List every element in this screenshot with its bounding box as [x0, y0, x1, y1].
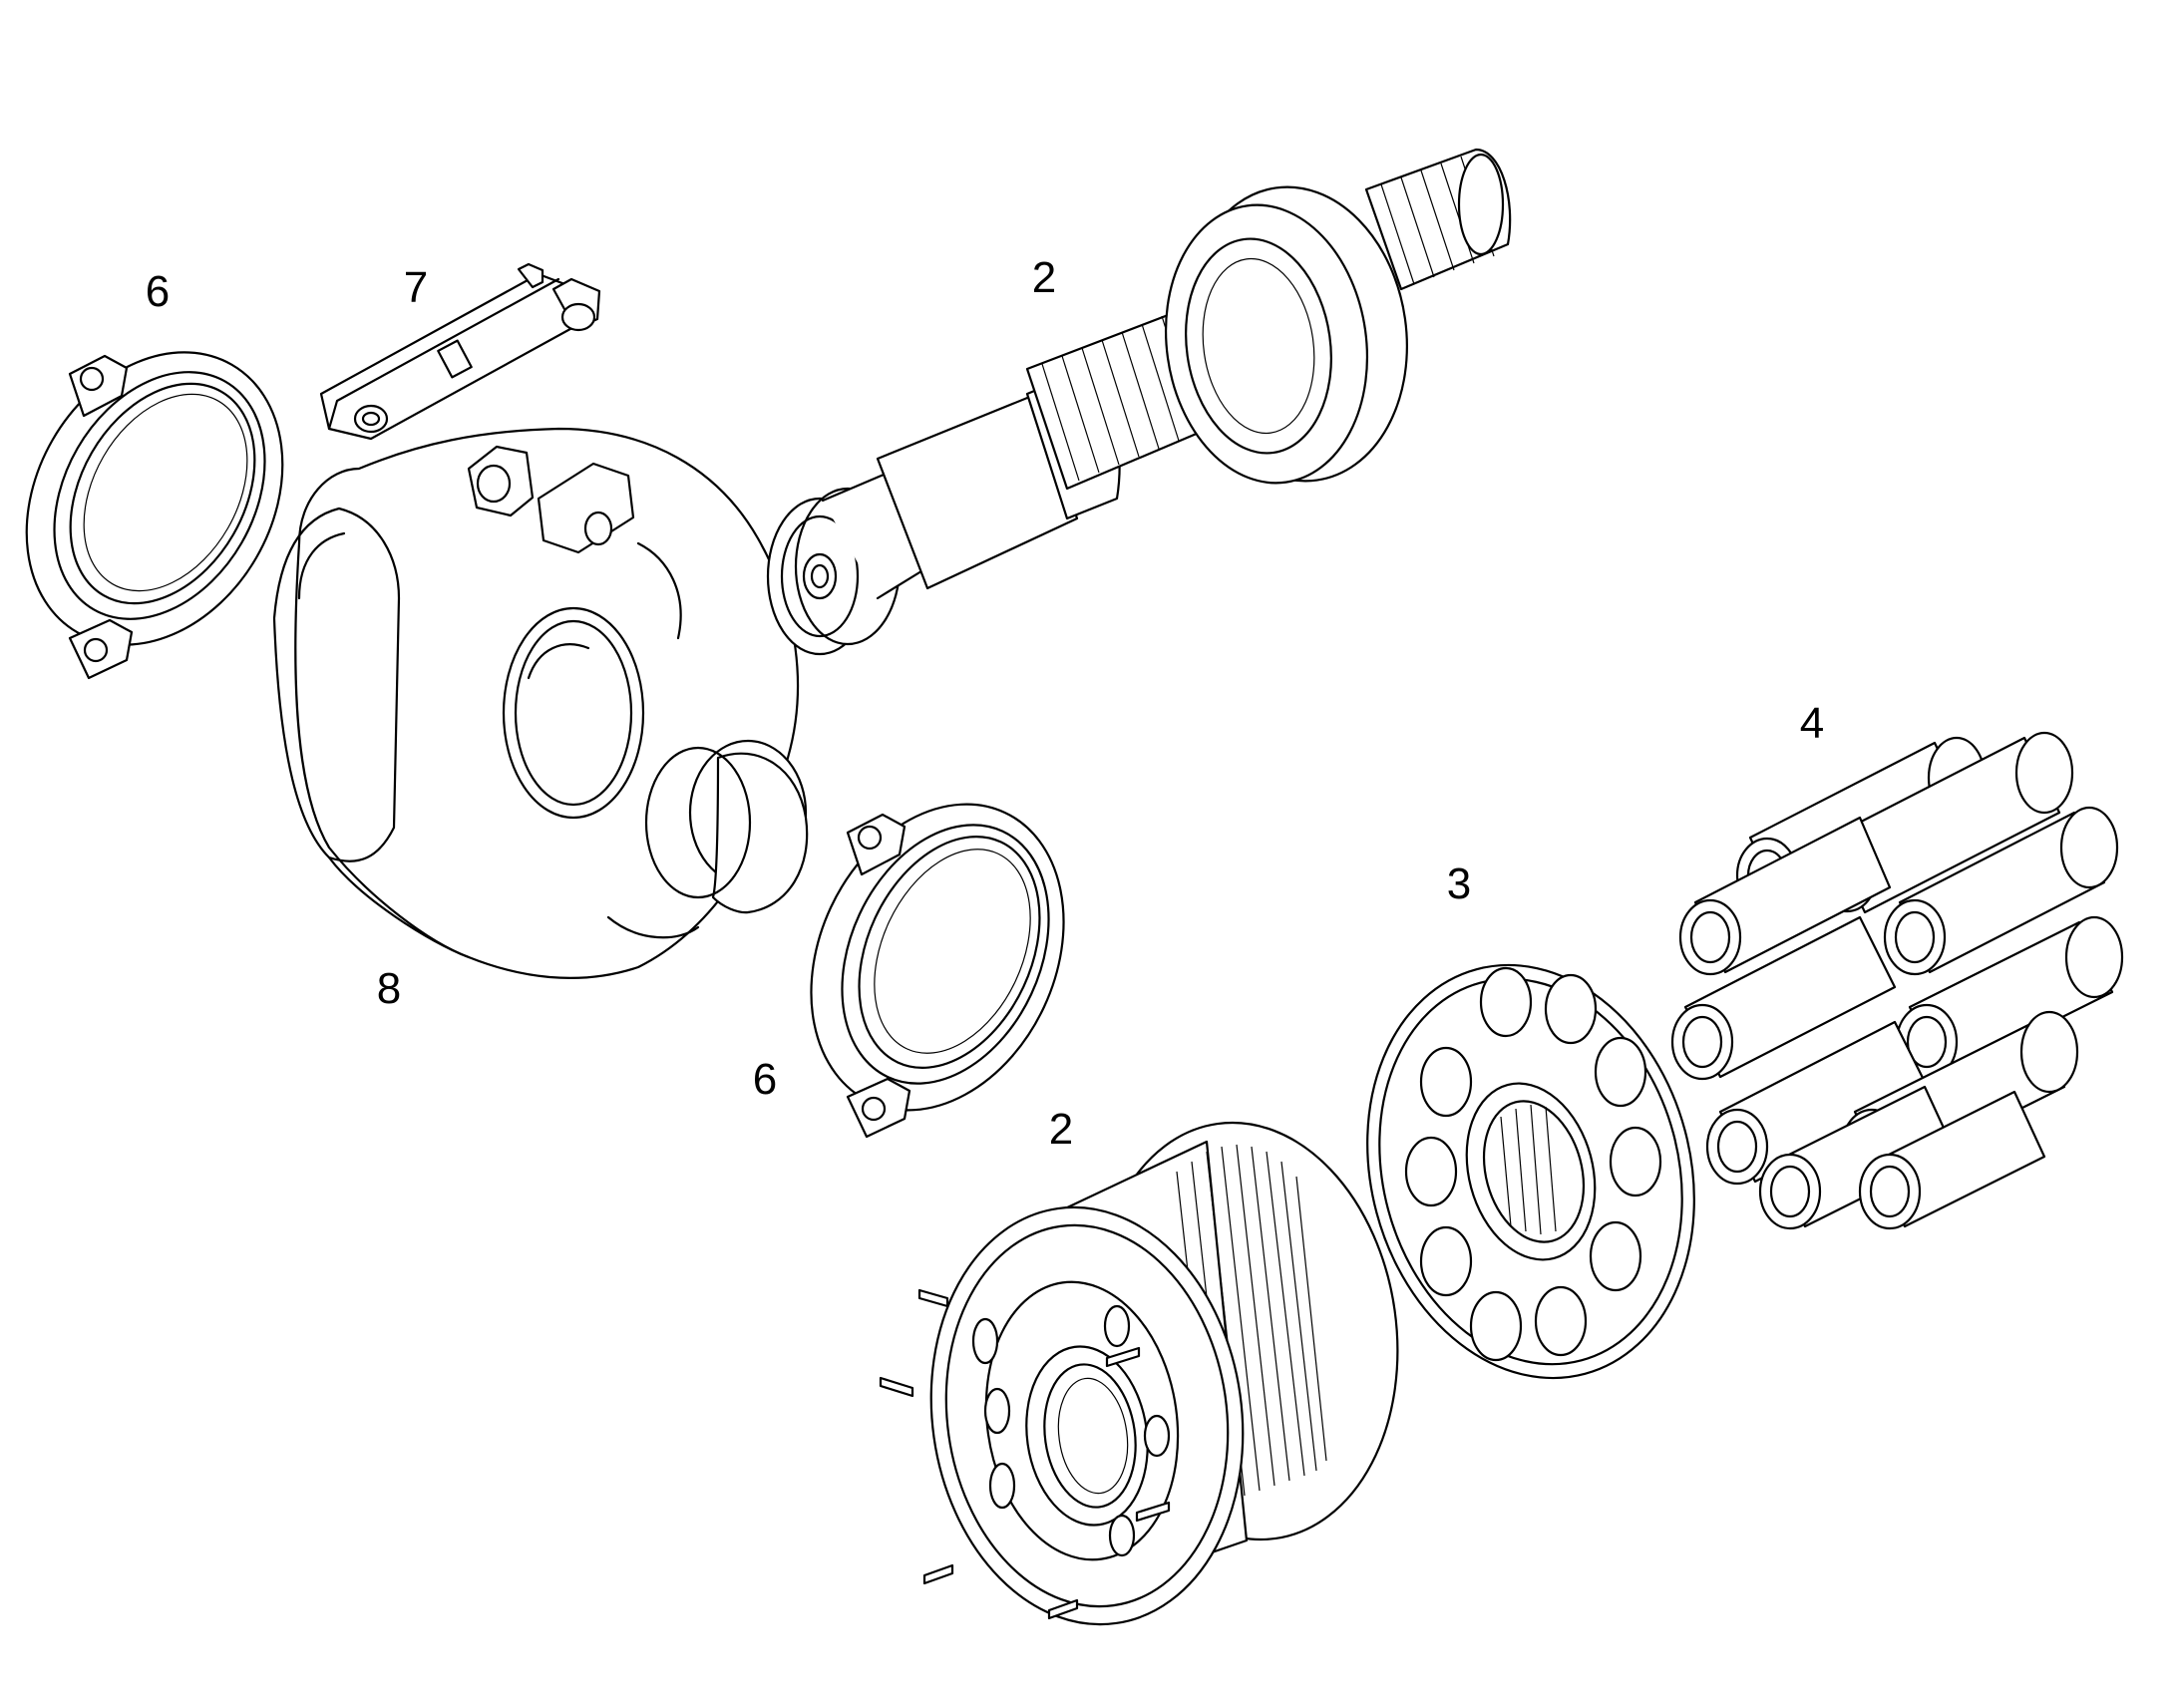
callout-pistons: 4: [1799, 699, 1825, 748]
piston-4: [1883, 806, 2119, 976]
retainer-plate: [1366, 963, 1695, 1380]
housing-swash-plate: [272, 427, 809, 979]
seal-ring-top-left: [25, 351, 284, 680]
piston-set: [1670, 731, 2124, 1230]
callout-port-plate: 3: [1446, 859, 1472, 908]
callout-shaft: 2: [1031, 253, 1057, 302]
link-lever: [319, 262, 601, 441]
piston-10: [1858, 1090, 2046, 1230]
callout-housing: 8: [376, 964, 402, 1013]
piston-5: [1670, 915, 1897, 1081]
piston-2: [1815, 731, 2074, 914]
cylinder-barrel: [879, 1121, 1399, 1626]
seal-ring-middle: [810, 803, 1065, 1139]
callout-seal-mid: 6: [752, 1055, 778, 1104]
callout-barrel: 2: [1048, 1105, 1074, 1154]
piston-7: [1705, 1020, 1932, 1186]
callout-link: 7: [403, 263, 429, 312]
piston-3: [1678, 816, 1892, 976]
callout-seal-top: 6: [145, 267, 171, 316]
drive-shaft: [766, 148, 1512, 656]
